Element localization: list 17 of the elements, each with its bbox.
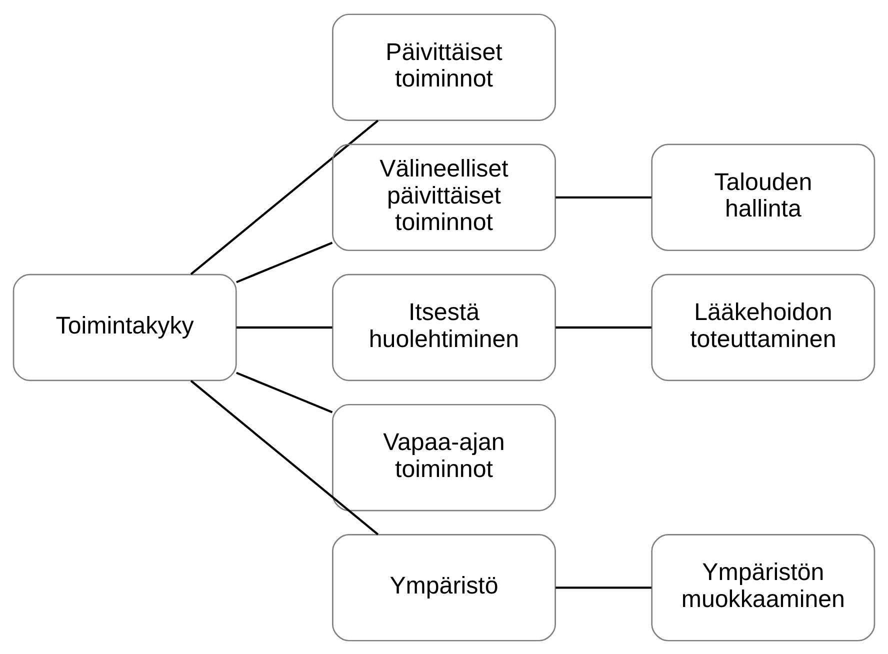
- connector: [236, 326, 332, 328]
- node-box: Ympäristö: [332, 534, 556, 641]
- node-box: Päivittäiset toiminnot: [332, 13, 556, 120]
- node-box: Lääkehoidon toteuttaminen: [651, 273, 876, 381]
- node-box: Toimintakyky: [12, 273, 237, 381]
- connector: [556, 326, 652, 328]
- connector: [556, 196, 652, 198]
- node-box: Välineelliset päivittäiset toiminnot: [332, 143, 556, 251]
- node-box: Talouden hallinta: [651, 143, 876, 251]
- connector: [190, 119, 379, 275]
- connector: [556, 586, 652, 588]
- node-box: Ympäristön muokkaaminen: [651, 534, 876, 641]
- connector: [236, 241, 333, 283]
- connector: [236, 371, 333, 413]
- connector: [190, 379, 379, 535]
- node-box: Itsestä huolehtiminen: [332, 273, 556, 381]
- node-box: Vapaa-ajan toiminnot: [332, 403, 556, 511]
